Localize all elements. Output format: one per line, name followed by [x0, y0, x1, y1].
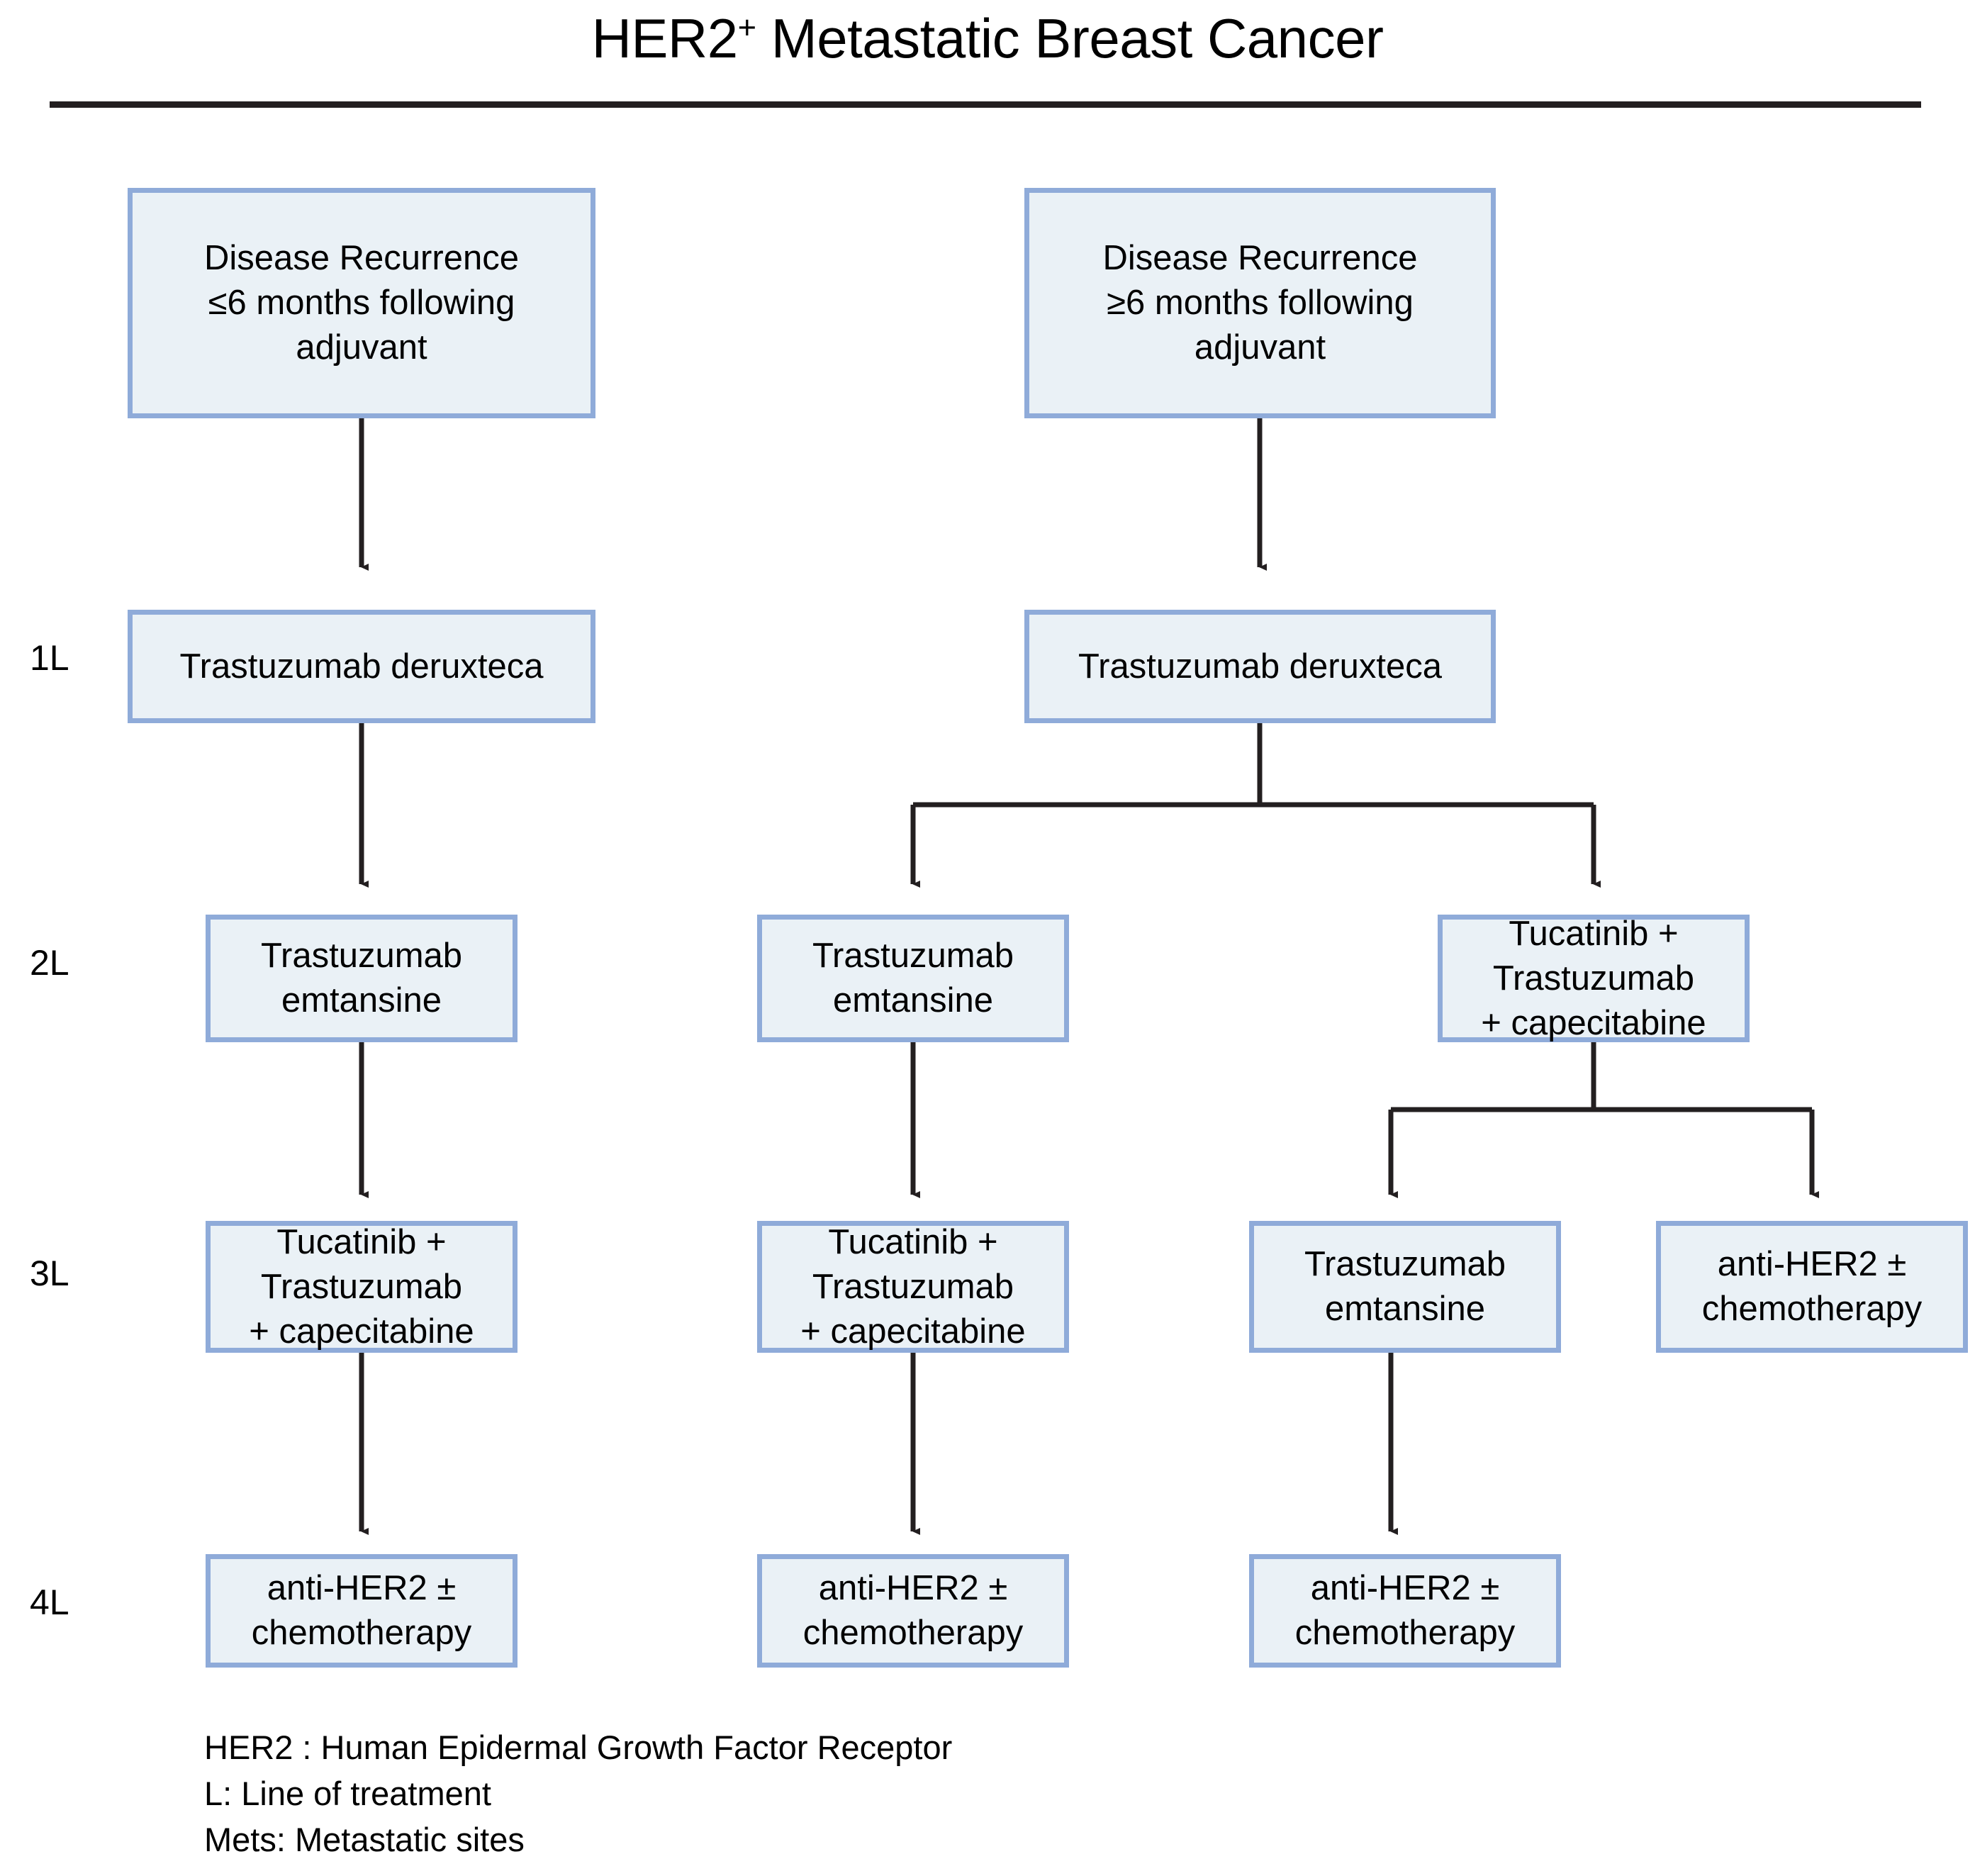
line-label-4L: 4L	[30, 1582, 69, 1622]
node-1L-trastuzumab-deruxteca-left[interactable]: Trastuzumab deruxteca	[128, 610, 595, 723]
node-4L-anti-her2-chemotherapy-col3[interactable]: anti-HER2 ± chemotherapy	[1249, 1554, 1561, 1668]
page-title-rest: Metastatic Breast Cancer	[756, 7, 1384, 69]
node-disease-recurrence-ge6months[interactable]: Disease Recurrence ≥6 months following a…	[1024, 188, 1496, 418]
node-3L-anti-her2-chemotherapy[interactable]: anti-HER2 ± chemotherapy	[1656, 1221, 1968, 1353]
node-4L-anti-her2-chemotherapy-col1[interactable]: anti-HER2 ± chemotherapy	[206, 1554, 517, 1668]
node-2L-trastuzumab-emtansine-col1[interactable]: Trastuzumab emtansine	[206, 915, 517, 1042]
node-3L-tucatinib-trastuzumab-capecitabine-col1[interactable]: Tucatinib + Trastuzumab + capecitabine	[206, 1221, 517, 1353]
node-4L-anti-her2-chemotherapy-col2[interactable]: anti-HER2 ± chemotherapy	[757, 1554, 1069, 1668]
page-title: HER2+ Metastatic Breast Cancer	[0, 4, 1975, 72]
legend-line-mets: Mets: Metastatic sites	[204, 1821, 525, 1858]
node-3L-trastuzumab-emtansine[interactable]: Trastuzumab emtansine	[1249, 1221, 1561, 1353]
node-disease-recurrence-le6months[interactable]: Disease Recurrence ≤6 months following a…	[128, 188, 595, 418]
page-title-superscript: +	[737, 9, 756, 45]
node-2L-tucatinib-trastuzumab-capecitabine[interactable]: Tucatinib + Trastuzumab + capecitabine	[1438, 915, 1750, 1042]
legend-line-l: L: Line of treatment	[204, 1775, 491, 1812]
legend: HER2 : Human Epidermal Growth Factor Rec…	[204, 1724, 952, 1863]
node-3L-tucatinib-trastuzumab-capecitabine-col2[interactable]: Tucatinib + Trastuzumab + capecitabine	[757, 1221, 1069, 1353]
line-label-1L: 1L	[30, 638, 69, 678]
title-divider	[50, 101, 1921, 108]
page-title-main: HER2	[591, 7, 739, 69]
legend-line-her2: HER2 : Human Epidermal Growth Factor Rec…	[204, 1729, 953, 1766]
line-label-3L: 3L	[30, 1254, 69, 1293]
line-label-2L: 2L	[30, 943, 69, 983]
node-1L-trastuzumab-deruxteca-right[interactable]: Trastuzumab deruxteca	[1024, 610, 1496, 723]
node-2L-trastuzumab-emtansine-col2[interactable]: Trastuzumab emtansine	[757, 915, 1069, 1042]
